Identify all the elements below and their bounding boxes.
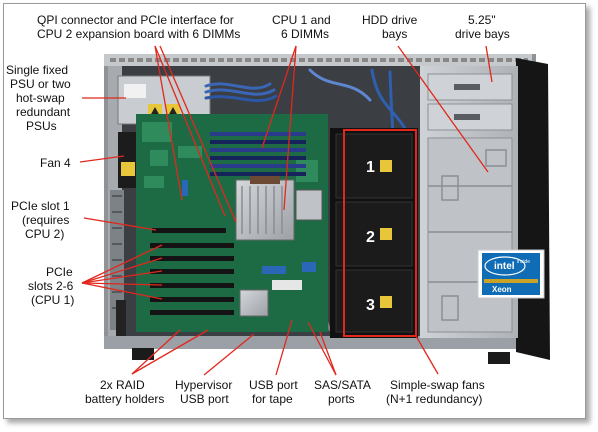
label-psu-line1: Single fixed xyxy=(6,63,68,77)
label-usb-tape-line1: USB port xyxy=(249,378,298,392)
foot-right xyxy=(488,352,510,364)
intel-tag: inside xyxy=(517,259,530,265)
label-fans-line2: (N+1 redundancy) xyxy=(386,392,482,406)
label-sas-line2: ports xyxy=(328,392,355,406)
label-pcie26-line3: (CPU 1) xyxy=(31,293,74,307)
label-qpi-line2: CPU 2 expansion board with 6 DIMMs xyxy=(37,27,240,41)
label-raid-line2: battery holders xyxy=(85,392,164,406)
label-hdd-line2: bays xyxy=(382,27,407,41)
label-pcie1-line3: CPU 2) xyxy=(25,227,64,241)
label-psu-line2: PSU or two xyxy=(10,77,71,91)
label-525-line1: 5.25" xyxy=(468,13,496,27)
label-hdd-line1: HDD drive xyxy=(362,13,418,27)
fan-number-1: 1 xyxy=(366,159,375,176)
label-hypervisor-line1: Hypervisor xyxy=(175,378,232,392)
label-psu-line3: hot-swap xyxy=(16,91,65,105)
label-pcie26-line2: slots 2-6 xyxy=(28,279,74,293)
label-pcie26-line1: PCIe xyxy=(46,265,73,279)
pcie-slots xyxy=(150,228,234,315)
callout-lines xyxy=(79,45,493,376)
label-fan4: Fan 4 xyxy=(40,156,71,170)
labels: QPI connector and PCIe interface for CPU… xyxy=(6,13,510,406)
dimm-slots xyxy=(210,132,306,176)
label-pcie1-line1: PCIe slot 1 xyxy=(11,199,70,213)
fan-number-3: 3 xyxy=(366,297,375,314)
foot-left xyxy=(132,348,154,360)
intel-brand: intel xyxy=(494,261,515,272)
label-fans-line1: Simple-swap fans xyxy=(390,378,485,392)
motherboard xyxy=(136,114,328,332)
label-psu-line4: redundant xyxy=(16,105,71,119)
intel-product: Xeon xyxy=(492,285,512,294)
label-pcie1-line2: (requires xyxy=(22,213,69,227)
label-cpu1-line2: 6 DIMMs xyxy=(281,27,329,41)
fan-number-2: 2 xyxy=(366,229,375,246)
rear-brackets xyxy=(110,190,126,336)
fan-highlight-box xyxy=(343,129,417,337)
label-525-line2: drive bays xyxy=(455,27,510,41)
intel-xeon-logo: intel inside Xeon xyxy=(477,249,545,299)
label-usb-tape-line2: for tape xyxy=(252,392,293,406)
label-qpi-line1: QPI connector and PCIe interface for xyxy=(37,13,234,27)
label-raid-line1: 2x RAID xyxy=(100,378,145,392)
label-cpu1-line1: CPU 1 and xyxy=(272,13,331,27)
label-hypervisor-line2: USB port xyxy=(180,392,229,406)
label-sas-line1: SAS/SATA xyxy=(314,378,371,392)
label-psu-line5: PSUs xyxy=(26,119,57,133)
